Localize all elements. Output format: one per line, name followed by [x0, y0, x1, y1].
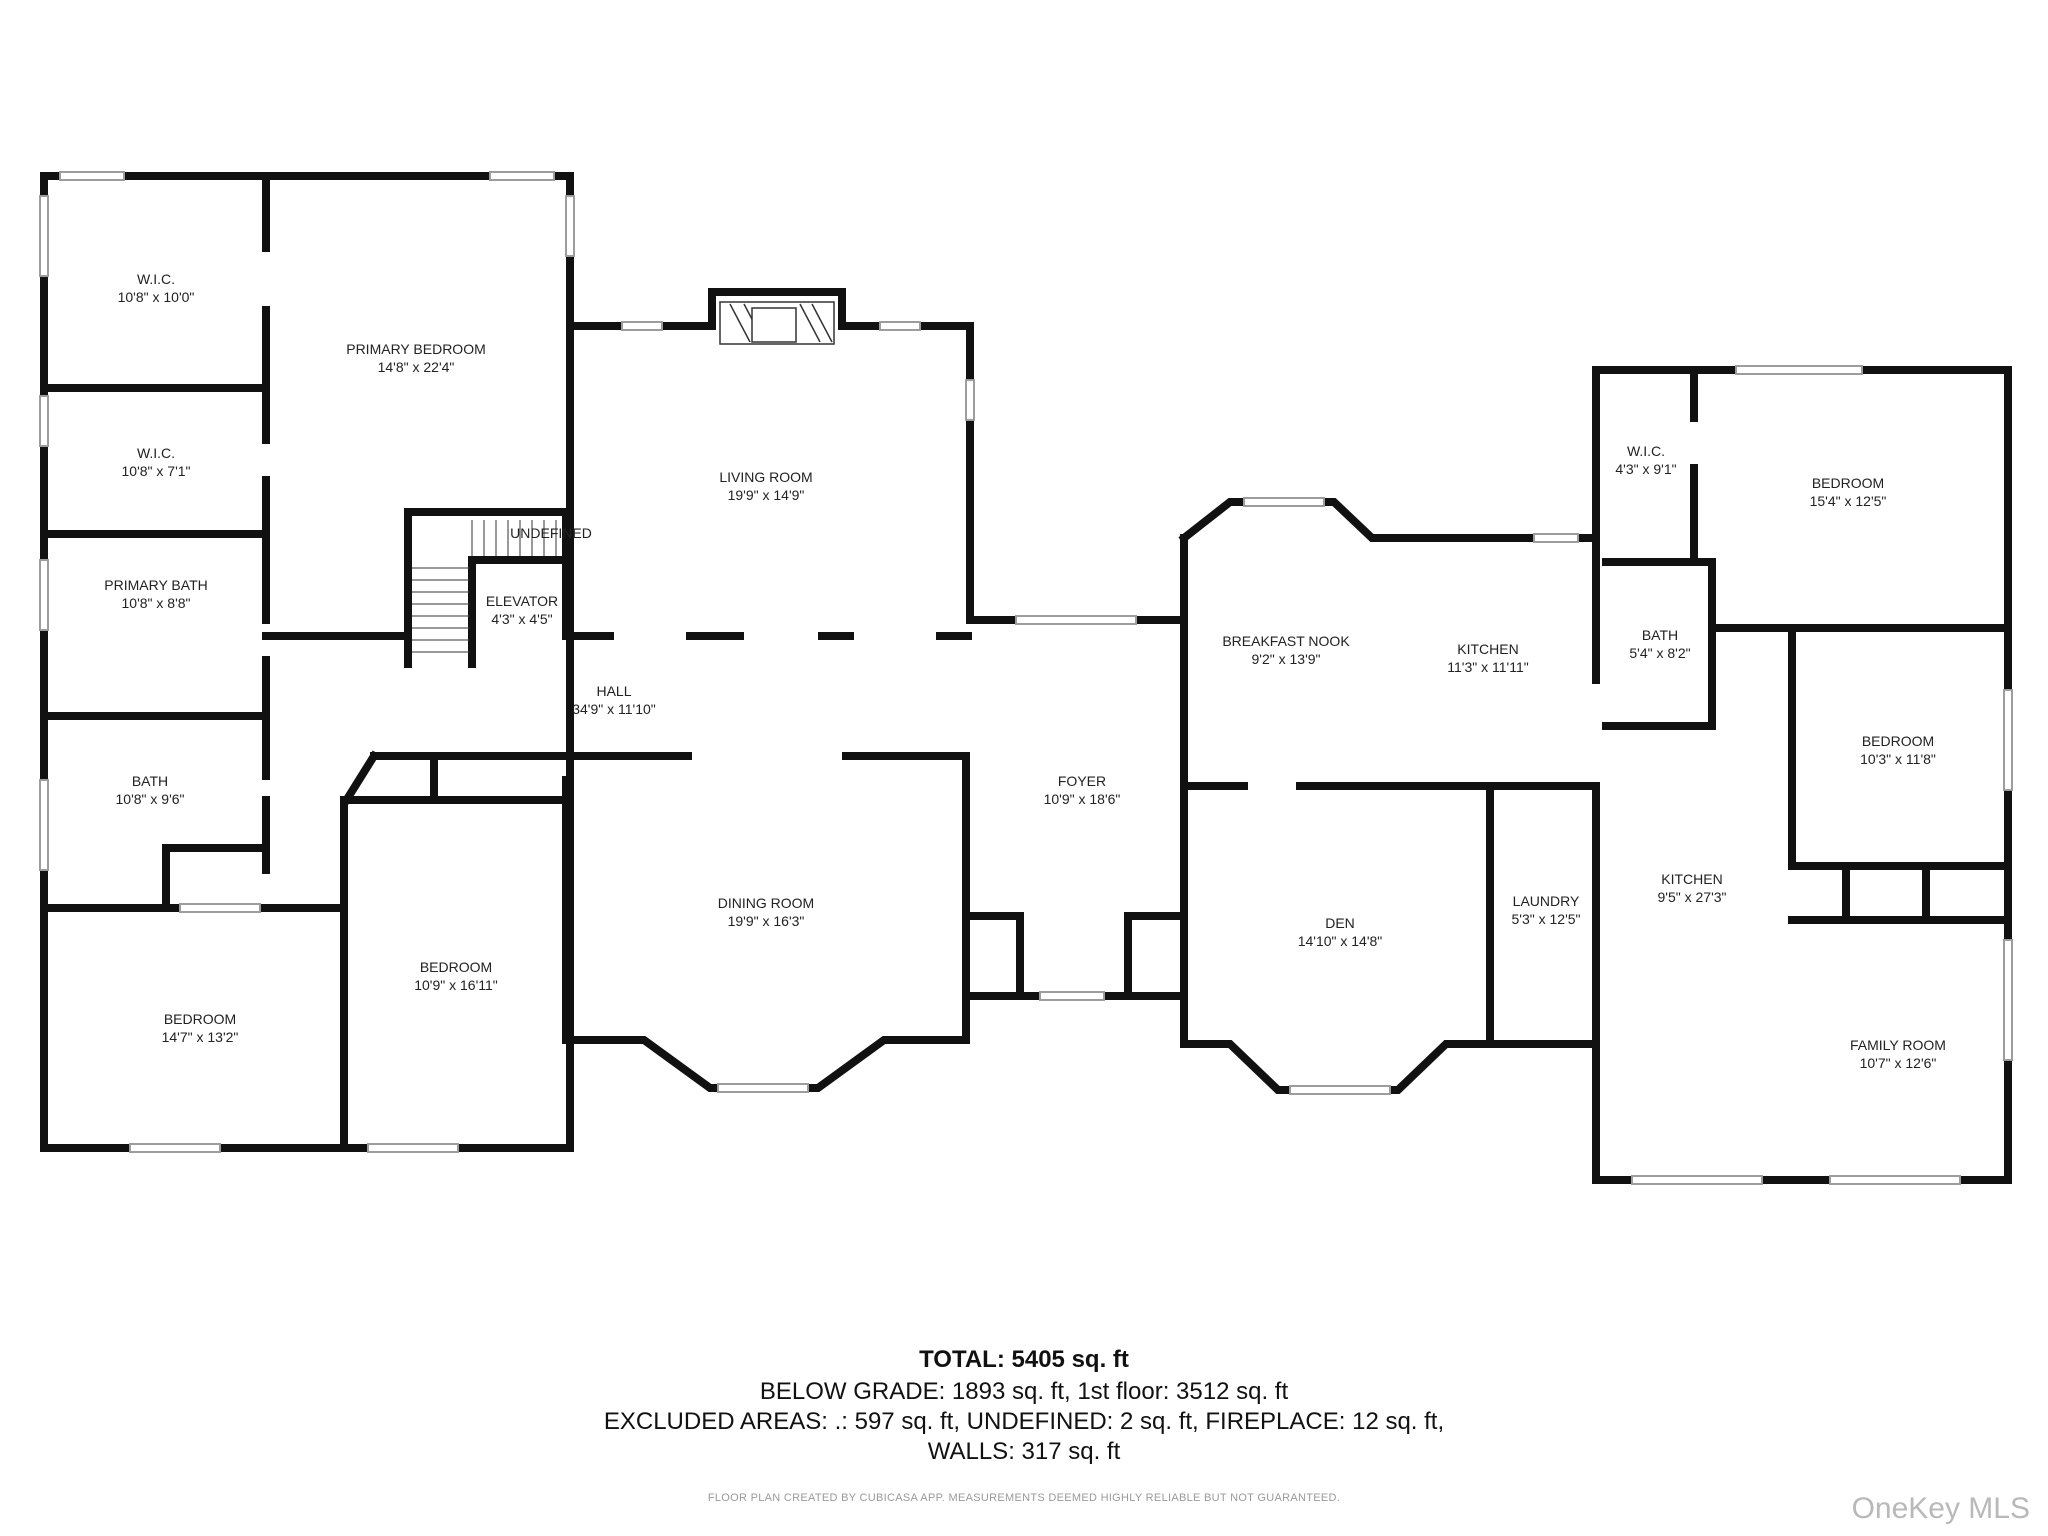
disclaimer: FLOOR PLAN CREATED BY CUBICASA APP. MEAS…	[707, 1492, 1341, 1504]
room-name: W.I.C.	[1627, 443, 1665, 459]
room-name: ELEVATOR	[486, 593, 558, 609]
room-name: DINING ROOM	[718, 895, 814, 911]
brand-watermark: OneKey MLS	[1851, 1492, 2030, 1525]
room-name: PRIMARY BEDROOM	[346, 341, 486, 357]
room-dims: 5'3" x 12'5"	[1512, 911, 1581, 927]
room-dims: 19'9" x 14'9"	[728, 487, 805, 503]
total-value: 5405 sq. ft	[1011, 1346, 1129, 1373]
room-dims: 5'4" x 8'2"	[1629, 645, 1690, 661]
room-dims: 10'8" x 8'8"	[122, 595, 191, 611]
room-dims: 10'9" x 16'11"	[414, 977, 498, 993]
room-name: DEN	[1325, 915, 1355, 931]
room-dims: 9'5" x 27'3"	[1658, 889, 1727, 905]
room-name: BATH	[1642, 627, 1678, 643]
walls	[40, 172, 2012, 1184]
windows	[39, 171, 2013, 1185]
room-dims: 10'7" x 12'6"	[1860, 1055, 1937, 1071]
room-name: LIVING ROOM	[719, 469, 812, 485]
room-dims: 10'3" x 11'8"	[1860, 751, 1936, 767]
room-dims: 14'8" x 22'4"	[378, 359, 455, 375]
fireplace	[719, 301, 835, 345]
room-dims: 4'3" x 9'1"	[1615, 461, 1676, 477]
room-name: BEDROOM	[1862, 733, 1934, 749]
room-dims: 4'3" x 4'5"	[491, 611, 552, 627]
room-name: BEDROOM	[1812, 475, 1884, 491]
area-breakdown-line-2: EXCLUDED AREAS: .: 597 sq. ft, UNDEFINED…	[603, 1408, 1445, 1435]
room-name: KITCHEN	[1661, 871, 1722, 887]
total-area: TOTAL: 5405 sq. ft	[0, 1346, 2048, 1374]
room-dims: 15'4" x 12'5"	[1810, 493, 1887, 509]
room-dims: 34'9" x 11'10"	[572, 701, 656, 717]
area-breakdown-line-3: WALLS: 317 sq. ft	[927, 1438, 1121, 1465]
room-dims: 9'2" x 13'9"	[1252, 651, 1321, 667]
room-dims: 10'8" x 9'6"	[116, 791, 185, 807]
room-name: KITCHEN	[1457, 641, 1518, 657]
room-name: LAUNDRY	[1513, 893, 1580, 909]
room-dims: 19'9" x 16'3"	[728, 913, 805, 929]
room-name: BREAKFAST NOOK	[1222, 633, 1350, 649]
area-breakdown-line-1: BELOW GRADE: 1893 sq. ft, 1st floor: 351…	[759, 1378, 1289, 1405]
room-name: BEDROOM	[420, 959, 492, 975]
room-labels: W.I.C. 10'8" x 10'0" W.I.C. 10'8" x 7'1"…	[104, 271, 1946, 1071]
stairs	[412, 520, 557, 653]
room-name: PRIMARY BATH	[104, 577, 207, 593]
room-dims: 10'8" x 7'1"	[122, 463, 191, 479]
room-name: W.I.C.	[137, 271, 175, 287]
room-name: W.I.C.	[137, 445, 175, 461]
room-dims: 14'7" x 13'2"	[162, 1029, 239, 1045]
total-label: TOTAL:	[919, 1346, 1005, 1373]
room-dims: 10'8" x 10'0"	[118, 289, 195, 305]
room-name: FAMILY ROOM	[1850, 1037, 1946, 1053]
room-dims: 10'9" x 18'6"	[1044, 791, 1121, 807]
room-name: HALL	[596, 683, 631, 699]
room-dims: 14'10" x 14'8"	[1298, 933, 1383, 949]
room-dims: 11'3" x 11'11"	[1447, 659, 1528, 675]
room-name: BATH	[132, 773, 168, 789]
room-name: UNDEFINED	[510, 525, 592, 541]
room-name: FOYER	[1058, 773, 1106, 789]
room-name: BEDROOM	[164, 1011, 236, 1027]
